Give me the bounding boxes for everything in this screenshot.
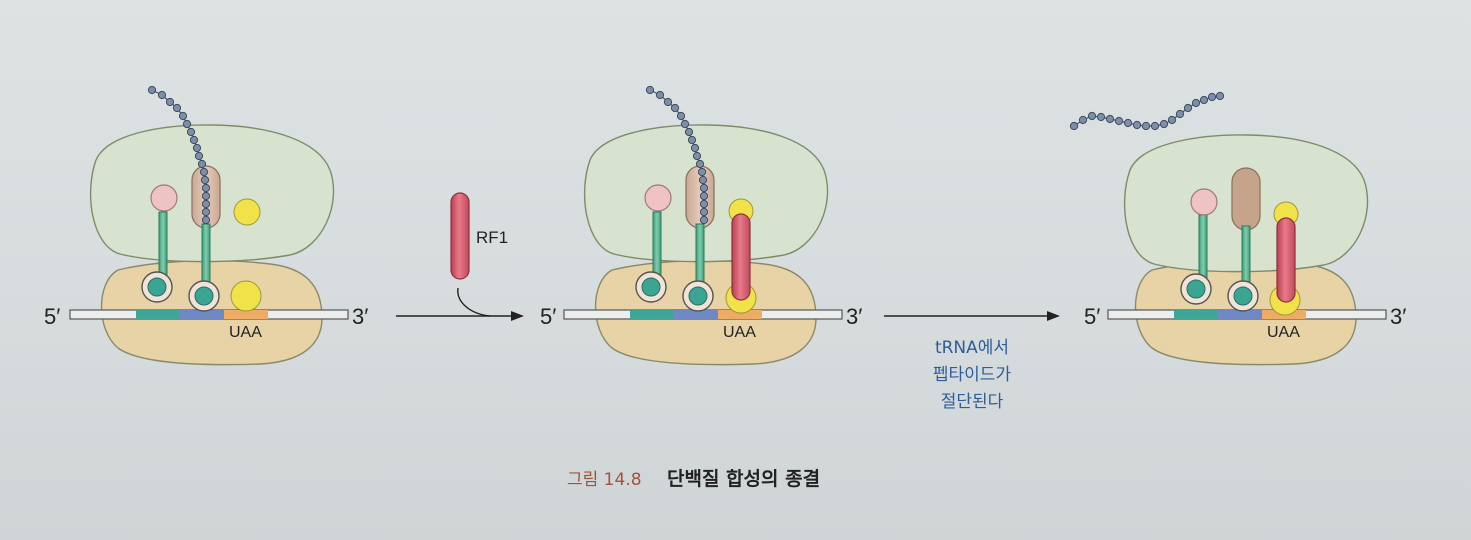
trna-p-site-peptidyl: [682, 165, 715, 312]
step-label-line-2: 펩타이드가: [933, 365, 1012, 385]
ribosome-panel-3: 5′ 3′ UAA: [1069, 91, 1406, 366]
ribosome-panel-1: 5′ 3′ UAA: [44, 85, 368, 366]
codon-e: [136, 310, 180, 319]
hydrolysis-step-label: tRNA에서 펩타이드가 절단된다: [933, 338, 1012, 412]
trna-e-site: [635, 184, 672, 303]
peptide-beads: [147, 85, 211, 225]
trna-e-site: [141, 184, 178, 303]
trna-p-site-deacylated: [1227, 167, 1261, 312]
a-site-codon-marker: [230, 280, 262, 312]
trna-e-site: [1180, 188, 1218, 305]
five-prime-label: 5′: [540, 304, 556, 329]
rf1-bound-a-site: [1269, 201, 1301, 316]
a-site-empty-marker: [233, 198, 261, 226]
codon-e: [1174, 310, 1218, 319]
caption-number: 그림 14.8: [567, 470, 642, 490]
five-prime-label: 5′: [1084, 304, 1100, 329]
codon-e: [630, 310, 674, 319]
caption-title: 단백질 합성의 종결: [667, 468, 820, 490]
rf1-label: RF1: [476, 228, 508, 247]
peptide-beads: [645, 85, 709, 225]
codon-p: [180, 310, 224, 319]
three-prime-label: 3′: [352, 304, 368, 329]
released-peptide-beads: [1069, 91, 1225, 131]
binding-arrow: [396, 287, 524, 321]
step-label-line-1: tRNA에서: [935, 338, 1009, 358]
figure-caption: 그림 14.8 단백질 합성의 종결: [567, 468, 820, 490]
three-prime-label: 3′: [1390, 304, 1406, 329]
step-label-line-3: 절단된다: [941, 392, 1004, 412]
stop-codon-label: UAA: [229, 324, 262, 341]
codon-a: [224, 310, 268, 319]
codon-p: [1218, 310, 1262, 319]
rf1-bound-a-site: [725, 198, 757, 314]
codon-a: [718, 310, 762, 319]
hydrolysis-arrow: [884, 311, 1060, 321]
five-prime-label: 5′: [44, 304, 60, 329]
stop-codon-label: UAA: [723, 324, 756, 341]
release-factor-rf1: RF1: [450, 192, 508, 280]
trna-p-site-peptidyl: [188, 165, 221, 312]
three-prime-label: 3′: [846, 304, 862, 329]
codon-p: [674, 310, 718, 319]
ribosome-panel-2: 5′ 3′ UAA: [540, 85, 862, 366]
stop-codon-label: UAA: [1267, 324, 1300, 341]
